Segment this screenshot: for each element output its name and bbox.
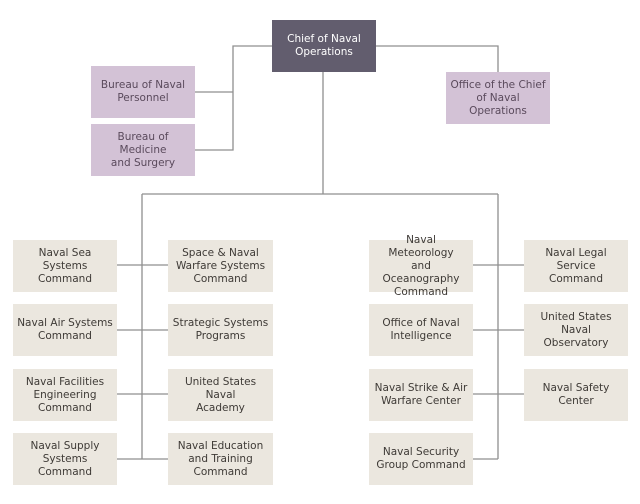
- node-office-of-the-chief-of-naval-operations[interactable]: Office of the Chief of Naval Operations: [446, 72, 550, 124]
- node-naval-meteorology-and-oceanography-command[interactable]: Naval Meteorology and Oceanography Comma…: [369, 234, 473, 298]
- node-naval-sea-systems-command[interactable]: Naval Sea Systems Command: [13, 240, 117, 292]
- node-bureau-of-medicine-and-surgery[interactable]: Bureau of Medicine and Surgery: [91, 124, 195, 176]
- node-naval-security-group-command[interactable]: Naval Security Group Command: [369, 433, 473, 485]
- node-naval-facilities-engineering-command[interactable]: Naval Facilities Engineering Command: [13, 369, 117, 421]
- node-naval-air-systems-command[interactable]: Naval Air Systems Command: [13, 304, 117, 356]
- node-united-states-naval-observatory[interactable]: United States Naval Observatory: [524, 304, 628, 356]
- node-strategic-systems-programs[interactable]: Strategic Systems Programs: [168, 304, 273, 356]
- node-naval-legal-service-command[interactable]: Naval Legal Service Command: [524, 240, 628, 292]
- node-naval-strike-air-warfare-center[interactable]: Naval Strike & Air Warfare Center: [369, 369, 473, 421]
- node-united-states-naval-academy[interactable]: United States Naval Academy: [168, 369, 273, 421]
- node-bureau-of-naval-personnel[interactable]: Bureau of Naval Personnel: [91, 66, 195, 118]
- connector-cno-to-bureaus: [195, 45, 272, 151]
- node-naval-supply-systems-command[interactable]: Naval Supply Systems Command: [13, 433, 117, 485]
- connector-cno-to-opnav: [376, 45, 499, 72]
- node-chief-of-naval-operations[interactable]: Chief of Naval Operations: [272, 20, 376, 72]
- node-naval-education-and-training-command[interactable]: Naval Education and Training Command: [168, 433, 273, 485]
- node-space-naval-warfare-systems-command[interactable]: Space & Naval Warfare Systems Command: [168, 240, 273, 292]
- node-office-of-naval-intelligence[interactable]: Office of Naval Intelligence: [369, 304, 473, 356]
- node-naval-safety-center[interactable]: Naval Safety Center: [524, 369, 628, 421]
